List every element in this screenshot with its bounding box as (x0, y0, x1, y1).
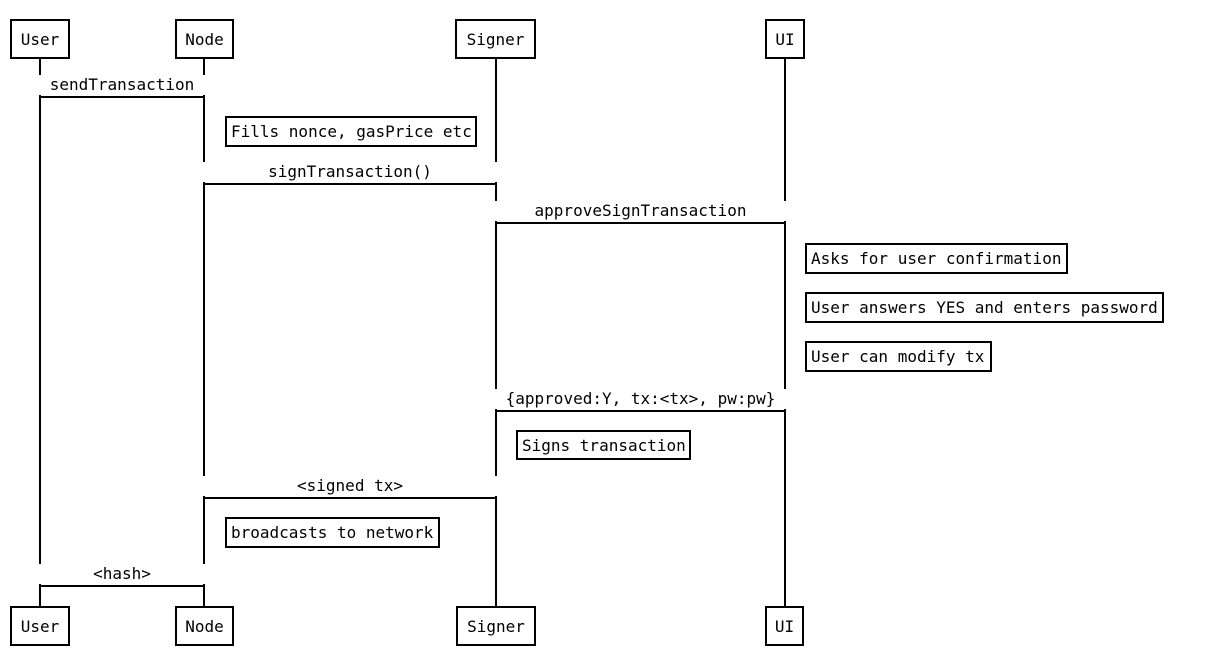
actor-ui-top: UI (765, 19, 805, 59)
actor-node-bottom: Node (175, 606, 234, 646)
note-fills-nonce: Fills nonce, gasPrice etc (225, 116, 477, 147)
actor-ui-bottom: UI (765, 606, 804, 646)
message-label-signed-tx: <signed tx> (203, 476, 497, 496)
message-label-approveSignTransaction: approveSignTransaction (495, 201, 786, 221)
actor-user-bottom: User (10, 606, 70, 646)
message-line-approved-response (495, 410, 786, 412)
message-line-approveSignTransaction (495, 222, 786, 224)
actor-signer-bottom: Signer (456, 606, 536, 646)
note-signs-transaction: Signs transaction (516, 430, 691, 460)
message-label-sendTransaction: sendTransaction (39, 75, 205, 95)
message-line-signed-tx (203, 497, 497, 499)
actor-signer-top: Signer (455, 19, 536, 59)
message-label-hash: <hash> (39, 564, 205, 584)
lifeline-node (203, 58, 205, 608)
message-line-signTransaction (203, 183, 497, 185)
lifeline-user (39, 58, 41, 608)
actor-node-top: Node (175, 19, 234, 59)
message-line-sendTransaction (39, 96, 205, 98)
note-asks-confirmation: Asks for user confirmation (805, 243, 1068, 274)
message-label-approved-response: {approved:Y, tx:<tx>, pw:pw} (495, 389, 786, 409)
message-label-signTransaction: signTransaction() (203, 162, 497, 182)
message-line-hash (39, 585, 205, 587)
lifeline-ui (784, 58, 786, 608)
lifeline-signer (495, 58, 497, 608)
note-can-modify-tx: User can modify tx (805, 341, 992, 372)
note-broadcasts: broadcasts to network (225, 517, 440, 548)
note-answers-yes: User answers YES and enters password (805, 292, 1164, 323)
actor-user-top: User (10, 19, 70, 59)
